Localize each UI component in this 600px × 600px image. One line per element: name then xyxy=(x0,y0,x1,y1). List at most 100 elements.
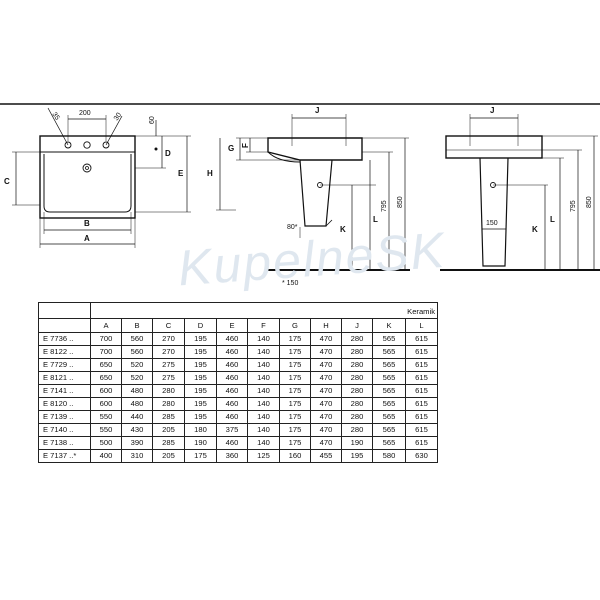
table-cell-F: 140 xyxy=(247,423,280,437)
table-cell-H: 455 xyxy=(310,449,342,463)
table-cell-G: 175 xyxy=(279,436,311,450)
side-angle-80-label: 80* xyxy=(287,224,298,231)
table-cell-model: E 8120 .. xyxy=(38,397,91,411)
table-cell-A: 400 xyxy=(90,449,122,463)
table-cell-E: 460 xyxy=(216,358,248,372)
front-dim-L-label: L xyxy=(550,215,555,224)
table-cell-C: 280 xyxy=(152,397,185,411)
front-dim-K-label: K xyxy=(532,225,538,234)
table-cell-F: 125 xyxy=(247,449,280,463)
technical-drawings: 35 30 200 60 D E C B A xyxy=(0,103,600,287)
dim-A-label: A xyxy=(84,234,90,243)
table-cell-C: 275 xyxy=(152,371,185,385)
table-material-row: Keramik xyxy=(38,302,438,319)
table-cell-K: 565 xyxy=(372,358,406,372)
table-cell-A: 500 xyxy=(90,436,122,450)
table-cell-K: 565 xyxy=(372,371,406,385)
table-cell-C: 285 xyxy=(152,436,185,450)
table-cell-E: 460 xyxy=(216,397,248,411)
table-cell-J: 190 xyxy=(341,436,373,450)
material-label: Keramik xyxy=(341,302,438,319)
table-cell-G: 175 xyxy=(279,384,311,398)
table-cell-B: 390 xyxy=(121,436,153,450)
table-cell-B: 440 xyxy=(121,410,153,424)
table-cell-model: E 8122 .. xyxy=(38,345,91,359)
table-cell-B: 520 xyxy=(121,358,153,372)
table-cell-F: 140 xyxy=(247,371,280,385)
dim-E-label: E xyxy=(178,169,184,178)
table-cell-C: 280 xyxy=(152,384,185,398)
table-cell-J: 280 xyxy=(341,371,373,385)
table-cell-F: 140 xyxy=(247,358,280,372)
table-header-D: D xyxy=(184,318,217,333)
table-cell-G: 175 xyxy=(279,345,311,359)
table-cell-A: 550 xyxy=(90,410,122,424)
table-header-K: K xyxy=(372,318,406,333)
dim-200-label: 200 xyxy=(79,110,91,117)
table-header-F: F xyxy=(247,318,280,333)
table-header-B: B xyxy=(121,318,153,333)
tap-hole-left xyxy=(64,141,72,149)
table-cell-A: 600 xyxy=(90,397,122,411)
table-header-J: J xyxy=(341,318,373,333)
table-cell-model: E 8121 .. xyxy=(38,371,91,385)
table-cell-F: 140 xyxy=(247,384,280,398)
table-cell-G: 175 xyxy=(279,371,311,385)
side-pedestal xyxy=(299,159,333,227)
table-cell-C: 205 xyxy=(152,449,185,463)
table-cell-G: 160 xyxy=(279,449,311,463)
table-cell-D: 195 xyxy=(184,345,217,359)
table-cell-model: E 7139 .. xyxy=(38,410,91,424)
table-header-C: C xyxy=(152,318,185,333)
front-view: J 150 K L 795 850 xyxy=(440,106,600,271)
table-cell-F: 140 xyxy=(247,332,280,346)
table-cell-L: 630 xyxy=(405,449,438,463)
table-cell-L: 615 xyxy=(405,345,438,359)
fixing-point xyxy=(154,147,158,151)
table-cell-B: 480 xyxy=(121,397,153,411)
table-cell-E: 460 xyxy=(216,371,248,385)
table-cell-G: 175 xyxy=(279,358,311,372)
dim-D-label: D xyxy=(165,149,171,158)
table-cell-H: 470 xyxy=(310,358,342,372)
table-cell-D: 175 xyxy=(184,449,217,463)
side-dim-J-label: J xyxy=(315,106,319,115)
table-cell-G: 175 xyxy=(279,332,311,346)
table-cell-model: E 7137 ..* xyxy=(38,449,91,463)
table-cell-D: 195 xyxy=(184,332,217,346)
table-cell-A: 700 xyxy=(90,332,122,346)
table-cell-F: 140 xyxy=(247,436,280,450)
table-cell-J: 280 xyxy=(341,332,373,346)
dim-60-label: 60 xyxy=(149,116,156,124)
table-cell-H: 470 xyxy=(310,371,342,385)
table-cell-K: 565 xyxy=(372,423,406,437)
table-cell-L: 615 xyxy=(405,371,438,385)
table-cell-A: 550 xyxy=(90,423,122,437)
table-cell-K: 580 xyxy=(372,449,406,463)
table-header-H: H xyxy=(310,318,342,333)
table-cell-D: 195 xyxy=(184,358,217,372)
side-dim-795-label: 795 xyxy=(381,200,388,212)
table-cell-G: 175 xyxy=(279,397,311,411)
table-cell-K: 565 xyxy=(372,410,406,424)
side-basin-outline xyxy=(267,137,363,161)
table-header-model xyxy=(38,318,91,333)
table-cell-J: 280 xyxy=(341,410,373,424)
table-header-G: G xyxy=(279,318,311,333)
table-cell-D: 195 xyxy=(184,397,217,411)
table-cell-H: 470 xyxy=(310,384,342,398)
table-cell-H: 470 xyxy=(310,436,342,450)
angle-left-label: 35 xyxy=(50,111,60,121)
dim-C-label: C xyxy=(4,177,10,186)
table-cell-H: 470 xyxy=(310,345,342,359)
side-dim-L-label: L xyxy=(373,215,378,224)
table-cell-C: 270 xyxy=(152,332,185,346)
table-cell-L: 615 xyxy=(405,410,438,424)
table-cell-D: 195 xyxy=(184,371,217,385)
table-cell-J: 280 xyxy=(341,423,373,437)
